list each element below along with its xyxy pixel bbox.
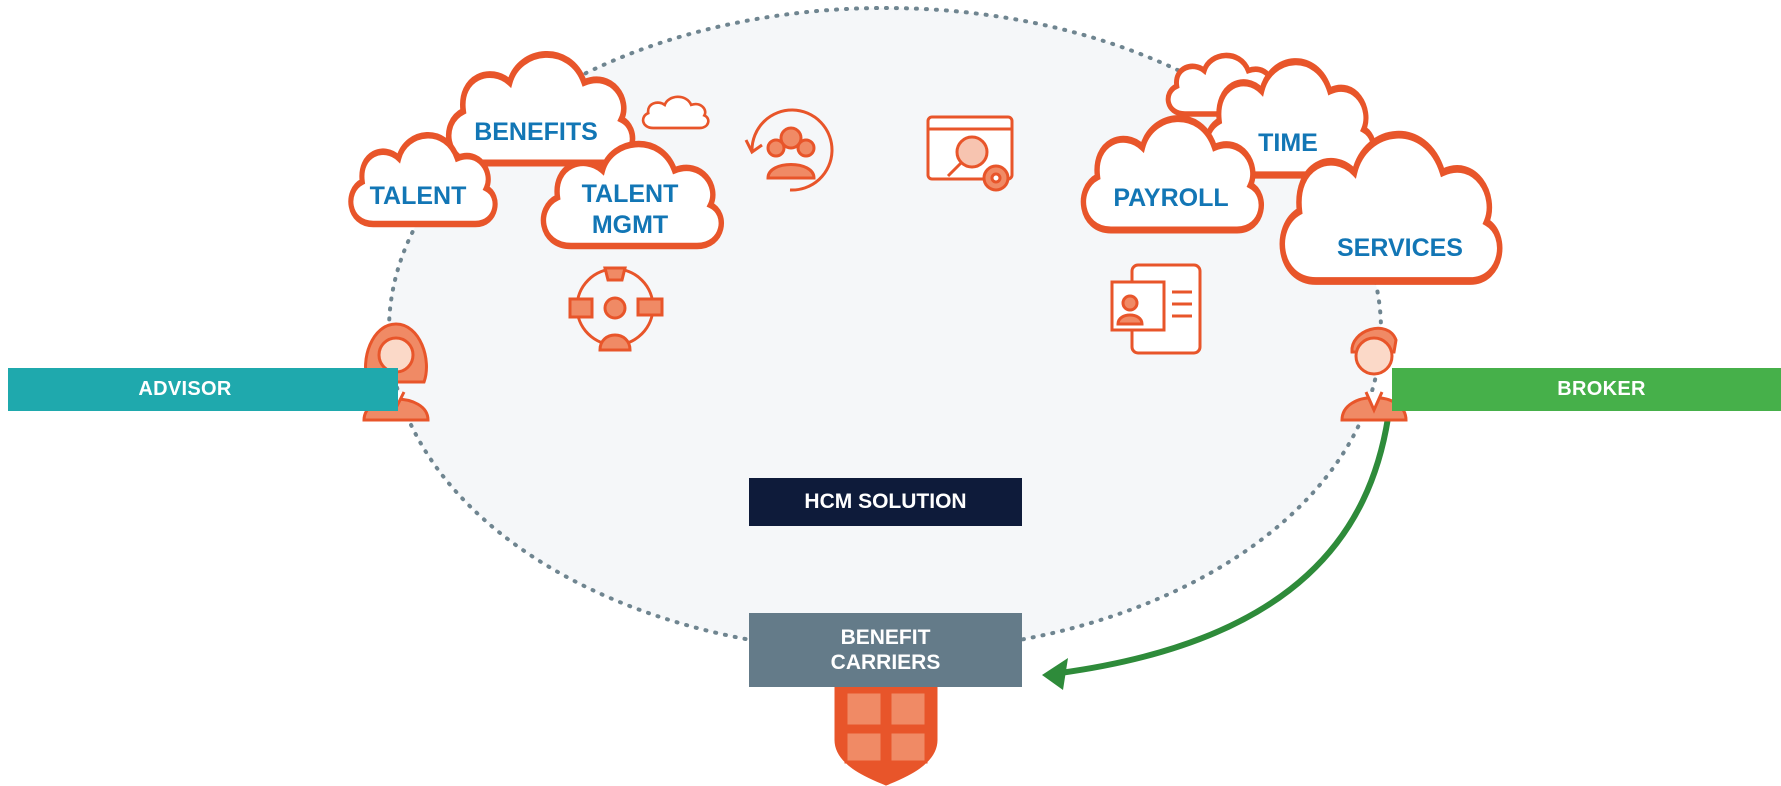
mobile-profile-icon [1110,263,1202,355]
cloud-label-benefits: BENEFITS [474,118,598,146]
hcm-solution-box[interactable]: HCM SOLUTION [749,478,1022,526]
team-cycle-icon [744,108,834,192]
benefit-carriers-label-line2: CARRIERS [830,651,941,674]
hcm-solution-label: HCM SOLUTION [804,490,967,513]
cloud-label-talent: TALENT [370,182,467,210]
cloud-services[interactable]: SERVICES [1282,135,1499,281]
advisor-label: ADVISOR [138,378,232,400]
cloud-benefits[interactable]: BENEFITS [449,54,633,163]
cloud-talent-mgmt[interactable]: TALENT MGMT [543,144,721,246]
cloud-talent[interactable]: TALENT [351,135,495,224]
broker-label: BROKER [1557,378,1646,400]
broker-to-carriers-arrow [1042,417,1391,690]
benefit-carriers-label-line1: BENEFIT [840,626,931,649]
cloud-label-talent-mgmt-line2: MGMT [592,211,668,239]
analytics-gear-icon [926,115,1014,192]
broker-person-icon [1340,326,1408,422]
broker-band[interactable]: BROKER [1392,368,1781,411]
cloud-payroll[interactable]: PAYROLL [1083,119,1261,230]
cloud-label-payroll: PAYROLL [1113,184,1228,212]
insurance-shield-icon [834,684,938,786]
cloud-label-services: SERVICES [1337,234,1463,262]
benefit-carriers-box[interactable]: BENEFIT CARRIERS [749,613,1022,687]
talent-network-icon [568,266,664,352]
cloud-label-time: TIME [1258,129,1318,157]
cloud-time[interactable]: TIME [1206,62,1374,175]
cloud-label-talent-mgmt-line1: TALENT [582,180,679,208]
advisor-band[interactable]: ADVISOR [8,368,398,411]
advisor-person-icon [362,322,430,422]
